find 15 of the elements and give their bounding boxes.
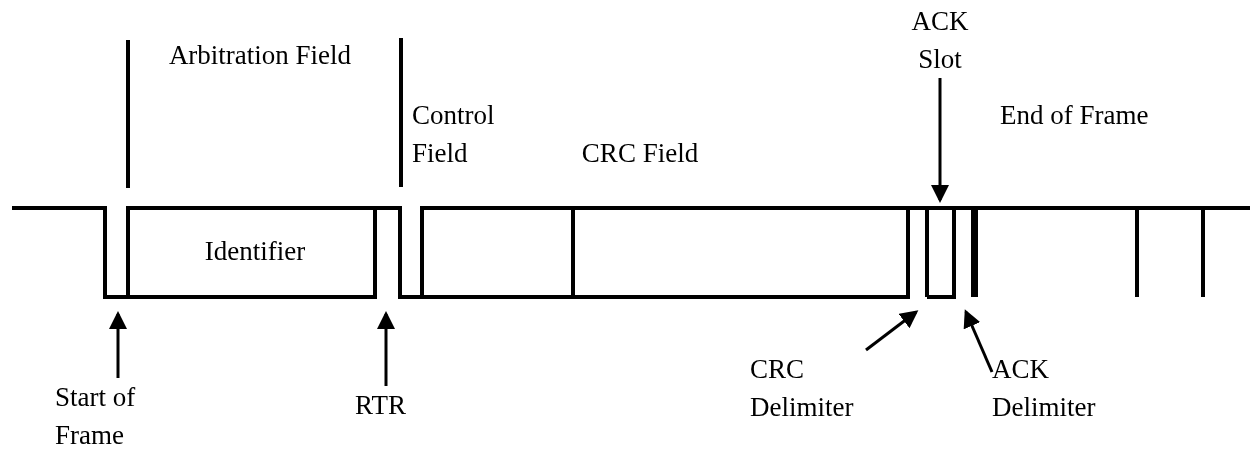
field-label: Control Field [412,99,496,170]
arrow [931,78,949,203]
field-label: CRC Field [580,137,700,170]
arrow [377,311,395,386]
callout-label: ACK Slot [900,2,980,78]
arrow [963,309,994,373]
arrow [109,311,127,378]
callout-label: CRC Delimiter [750,350,900,426]
arrow [865,310,919,352]
callout-label: RTR [355,386,425,424]
field-label: Identifier [203,235,307,268]
callout-label: Start of Frame [55,378,185,454]
callout-label: ACK Delimiter [992,350,1142,426]
field-label: End of Frame [1000,99,1150,132]
field-label: Arbitration Field [167,39,353,72]
